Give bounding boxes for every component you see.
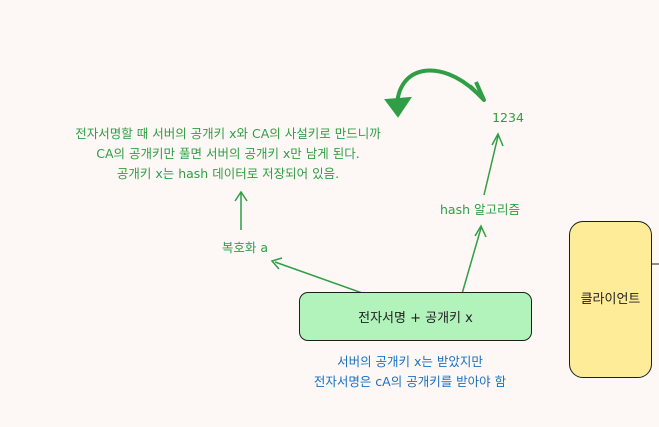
- curved-arrow: [395, 68, 478, 110]
- signature-note-line-2: CA의 공개키만 풀면 서버의 공개키 x만 남게 된다.: [96, 146, 360, 161]
- curved-arrow-head-left: [384, 96, 412, 118]
- signature-box-label: 전자서명 + 공개키 x: [358, 311, 473, 326]
- signature-note: 전자서명할 때 서버의 공개키 x와 CA의 사설키로 만드니까 CA의 공개키…: [18, 124, 438, 184]
- client-box-label: 클라이언트: [580, 292, 641, 307]
- receive-note-line-2: 전자서명은 cA의 공개키를 받아야 함: [313, 374, 507, 389]
- signature-note-line-1: 전자서명할 때 서버의 공개키 x와 CA의 사설키로 만드니까: [75, 126, 381, 141]
- receive-note-line-1: 서버의 공개키 x는 받았지만: [337, 354, 483, 369]
- hash-algorithm-label: hash 알고리즘: [440, 202, 520, 217]
- arrow-head-decrypt: [270, 257, 283, 270]
- signature-box: 전자서명 + 공개키 x: [299, 292, 532, 341]
- arrow-head-value: [491, 132, 504, 147]
- arrow-head-hash: [474, 224, 487, 238]
- curved-arrow-head-right: [468, 81, 486, 102]
- decrypt-label: 복호화 a: [221, 240, 269, 255]
- receive-note: 서버의 공개키 x는 받았지만 전자서명은 cA의 공개키를 받아야 함: [270, 352, 550, 392]
- client-box: 클라이언트: [569, 221, 652, 378]
- hash-value: 1234: [492, 110, 524, 125]
- arrow-hash-to-value: [483, 135, 499, 196]
- arrow-head-note: [234, 190, 248, 202]
- signature-note-line-3: 공개키 x는 hash 데이터로 저장되어 있음.: [116, 166, 340, 181]
